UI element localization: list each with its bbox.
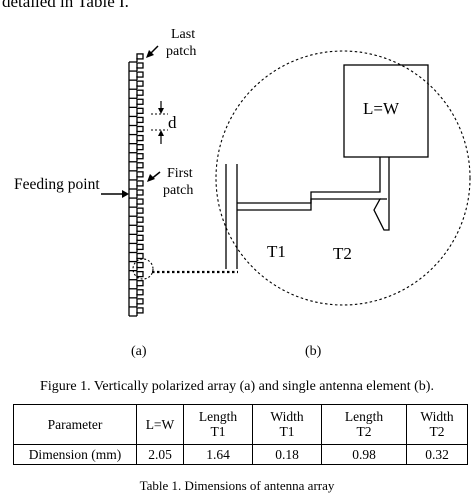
t2-label: T2 [333, 244, 352, 263]
array-patch [136, 216, 144, 223]
array-patch [136, 116, 144, 124]
array-patch [136, 252, 144, 260]
sublabel-b: (b) [305, 344, 322, 359]
zoom-circle [215, 50, 471, 306]
array-patch [136, 71, 144, 78]
table-caption: Table 1. Dimensions of antenna array [139, 478, 335, 493]
antenna-array [128, 53, 144, 317]
array-patch [136, 298, 144, 305]
patch-element [343, 64, 429, 158]
last-patch-label-2: patch [166, 44, 196, 59]
figure-caption: Figure 1. Vertically polarized array (a)… [40, 379, 434, 394]
data-cell: 0.98 [321, 443, 407, 466]
last-patch-arrowhead [146, 50, 154, 58]
array-patch [136, 198, 144, 205]
array-patch [136, 243, 144, 251]
t1-label: T1 [267, 242, 286, 261]
array-patch [136, 189, 144, 196]
array-patch [136, 98, 144, 105]
feeding-point-label: Feeding point [14, 176, 100, 193]
array-patch [136, 270, 144, 278]
array-patch [136, 234, 144, 241]
last-patch-label-1: Last [171, 27, 195, 42]
array-patch [136, 134, 144, 142]
table-data-row: Dimension (mm) 2.05 1.64 0.18 0.98 0.32 [13, 443, 468, 466]
d-arrowhead-up [158, 130, 164, 136]
array-patch [136, 153, 144, 160]
data-cell: 0.18 [252, 443, 322, 466]
array-patch [136, 53, 144, 60]
array-patch [136, 207, 144, 214]
array-patch [136, 307, 144, 314]
header-cell: L=W [136, 404, 184, 445]
sublabel-a: (a) [131, 344, 147, 359]
first-patch-label-1: First [167, 166, 193, 181]
feeding-point-arrowhead [122, 190, 129, 198]
feed-line-lower [237, 157, 390, 231]
array-patch [136, 289, 144, 296]
zoom-dotted-circle [132, 258, 154, 280]
patch-label: L=W [363, 99, 400, 118]
first-patch-arrowhead [147, 174, 155, 182]
array-patch [136, 89, 144, 96]
figure-1: Last patch d First patch Feeding point L… [14, 27, 471, 359]
data-cell: 2.05 [136, 443, 184, 466]
array-patch [136, 261, 144, 269]
header-cell: Parameter [13, 404, 137, 445]
array-patch [136, 280, 144, 287]
feed-line-upper [237, 157, 381, 204]
array-patch [136, 80, 144, 87]
array-patch [136, 225, 144, 232]
array-patch [136, 107, 144, 114]
d-label: d [168, 113, 177, 132]
data-cell: 1.64 [183, 443, 253, 466]
data-cell: 0.32 [406, 443, 468, 466]
first-patch-label-2: patch [163, 183, 193, 198]
array-patch [136, 62, 144, 69]
intro-text: detailed in Table I. [2, 0, 129, 11]
array-patch [136, 171, 144, 178]
data-cell: Dimension (mm) [13, 443, 137, 466]
array-patch [136, 125, 144, 133]
array-patch [136, 180, 144, 187]
array-patch [136, 143, 144, 151]
array-patch [136, 162, 144, 169]
d-arrowhead-down [158, 108, 164, 114]
